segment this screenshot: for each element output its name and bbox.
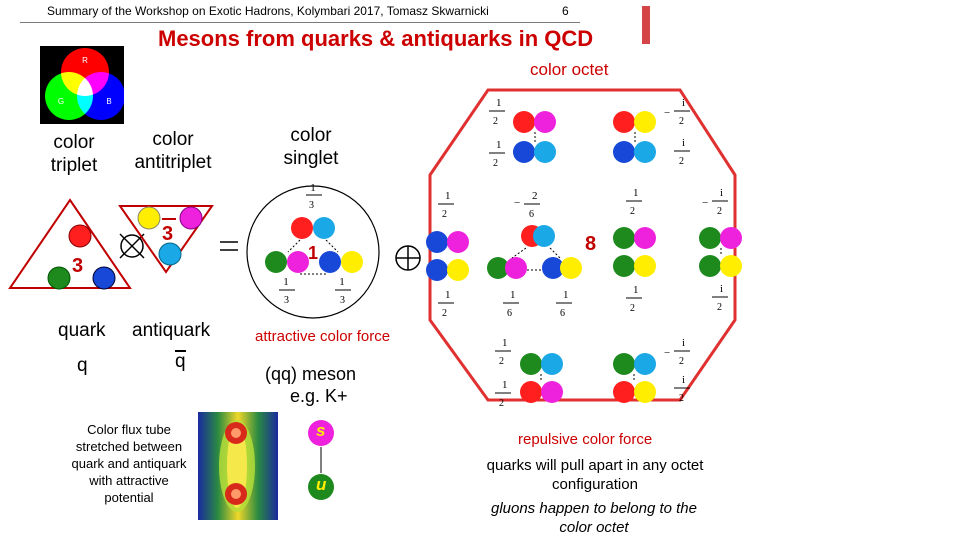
- color-singlet-label: color singlet: [283, 125, 339, 169]
- svg-text:3: 3: [309, 200, 314, 211]
- flux-tube-caption: Color flux tube stretched between quark …: [71, 422, 187, 505]
- singlet-pair-left: [265, 251, 309, 273]
- blue-quark: [92, 266, 116, 290]
- svg-text:1: 1: [283, 276, 289, 288]
- svg-text:2: 2: [499, 398, 504, 409]
- triplet-triangle: [8, 198, 132, 289]
- wheel-b: B: [106, 97, 111, 106]
- svg-text:2: 2: [679, 393, 684, 404]
- svg-text:2: 2: [717, 206, 722, 217]
- svg-text:−: −: [514, 197, 520, 209]
- octet-state-6: [699, 227, 742, 277]
- wheel-r: R: [82, 56, 88, 65]
- svg-text:2: 2: [532, 190, 538, 202]
- accent-bar: [642, 6, 650, 44]
- svg-text:1: 1: [633, 187, 639, 199]
- antitriplet-triangle: [118, 205, 214, 274]
- pull-apart-text: quarks will pull apart in any octet conf…: [486, 457, 704, 493]
- svg-text:1: 1: [510, 289, 516, 301]
- quark-label: quark: [58, 320, 106, 341]
- svg-text:1: 1: [563, 289, 569, 301]
- svg-text:6: 6: [560, 308, 565, 319]
- svg-text:6: 6: [529, 209, 534, 220]
- header-rule: [20, 22, 580, 23]
- svg-text:2: 2: [493, 158, 498, 169]
- yellow-antiquark: [137, 206, 161, 230]
- svg-text:2: 2: [630, 303, 635, 314]
- svg-text:3: 3: [340, 295, 345, 306]
- meson-label: (qq) meson: [265, 364, 357, 384]
- attractive-force-label: attractive color force: [255, 328, 391, 345]
- qbar-label: q: [175, 350, 186, 372]
- repulsive-force-label: repulsive color force: [518, 431, 653, 448]
- svg-text:−: −: [702, 197, 708, 209]
- svg-text:2: 2: [679, 156, 684, 167]
- svg-text:2: 2: [630, 206, 635, 217]
- antitriplet-number: 3: [162, 223, 173, 245]
- svg-text:1: 1: [502, 379, 508, 391]
- singlet-pair-right: [319, 251, 363, 273]
- slide-title: Mesons from quarks & antiquarks in QCD: [158, 26, 594, 51]
- header-summary: Summary of the Workshop on Exotic Hadron…: [47, 4, 489, 18]
- color-antitriplet-label: color antitriplet: [134, 129, 212, 173]
- octet-state-7: [520, 353, 563, 403]
- svg-text:2: 2: [717, 302, 722, 313]
- svg-text:1: 1: [445, 190, 451, 202]
- antiquark-label: antiquark: [132, 320, 211, 341]
- svg-text:6: 6: [507, 308, 512, 319]
- svg-text:−: −: [664, 107, 670, 119]
- wheel-g: G: [58, 97, 64, 106]
- svg-text:1: 1: [633, 284, 639, 296]
- svg-text:i: i: [720, 187, 723, 199]
- red-quark: [68, 224, 92, 248]
- page-number: 6: [562, 4, 569, 18]
- color-octet-label: color octet: [530, 60, 609, 79]
- cyan-antiquark: [158, 242, 182, 266]
- color-triplet-label: color triplet: [50, 132, 98, 176]
- u-quark-label: u: [316, 475, 327, 494]
- octet-state-5: [613, 227, 656, 277]
- magenta-antiquark: [179, 206, 203, 230]
- svg-text:1: 1: [339, 276, 345, 288]
- octet-state-4: [487, 225, 582, 279]
- s-quark-label: s: [316, 421, 326, 440]
- singlet-pair-top: [291, 217, 335, 239]
- svg-text:i: i: [682, 337, 685, 349]
- svg-text:1: 1: [496, 97, 502, 109]
- svg-text:2: 2: [442, 209, 447, 220]
- svg-text:1: 1: [445, 289, 451, 301]
- example-label: e.g. K+: [290, 386, 348, 406]
- q-label: q: [77, 355, 88, 376]
- times-icon: [120, 234, 144, 258]
- svg-text:2: 2: [679, 116, 684, 127]
- svg-text:2: 2: [679, 356, 684, 367]
- singlet-circle: [246, 185, 380, 319]
- green-quark: [47, 266, 71, 290]
- svg-text:2: 2: [442, 308, 447, 319]
- octet-state-8: [613, 353, 656, 403]
- meson-quark-pair: [308, 420, 334, 500]
- octet-state-3: [426, 231, 469, 281]
- svg-text:2: 2: [499, 356, 504, 367]
- singlet-number: 1: [308, 243, 318, 263]
- svg-text:1: 1: [502, 337, 508, 349]
- svg-text:1: 1: [496, 139, 502, 151]
- octet-state-1: [513, 111, 556, 163]
- svg-text:i: i: [682, 137, 685, 149]
- gluons-text: gluons happen to belong to the color oct…: [490, 500, 697, 536]
- triplet-number: 3: [72, 255, 83, 277]
- svg-text:2: 2: [493, 116, 498, 127]
- svg-text:i: i: [682, 97, 685, 109]
- svg-text:1: 1: [310, 182, 316, 194]
- octet-octagon: [428, 88, 737, 402]
- svg-text:3: 3: [284, 295, 289, 306]
- svg-text:i: i: [682, 374, 685, 386]
- octet-state-2: [613, 111, 656, 163]
- svg-text:−: −: [664, 347, 670, 359]
- svg-text:i: i: [720, 283, 723, 295]
- flux-tube-image: [198, 412, 278, 520]
- octet-number: 8: [585, 233, 596, 255]
